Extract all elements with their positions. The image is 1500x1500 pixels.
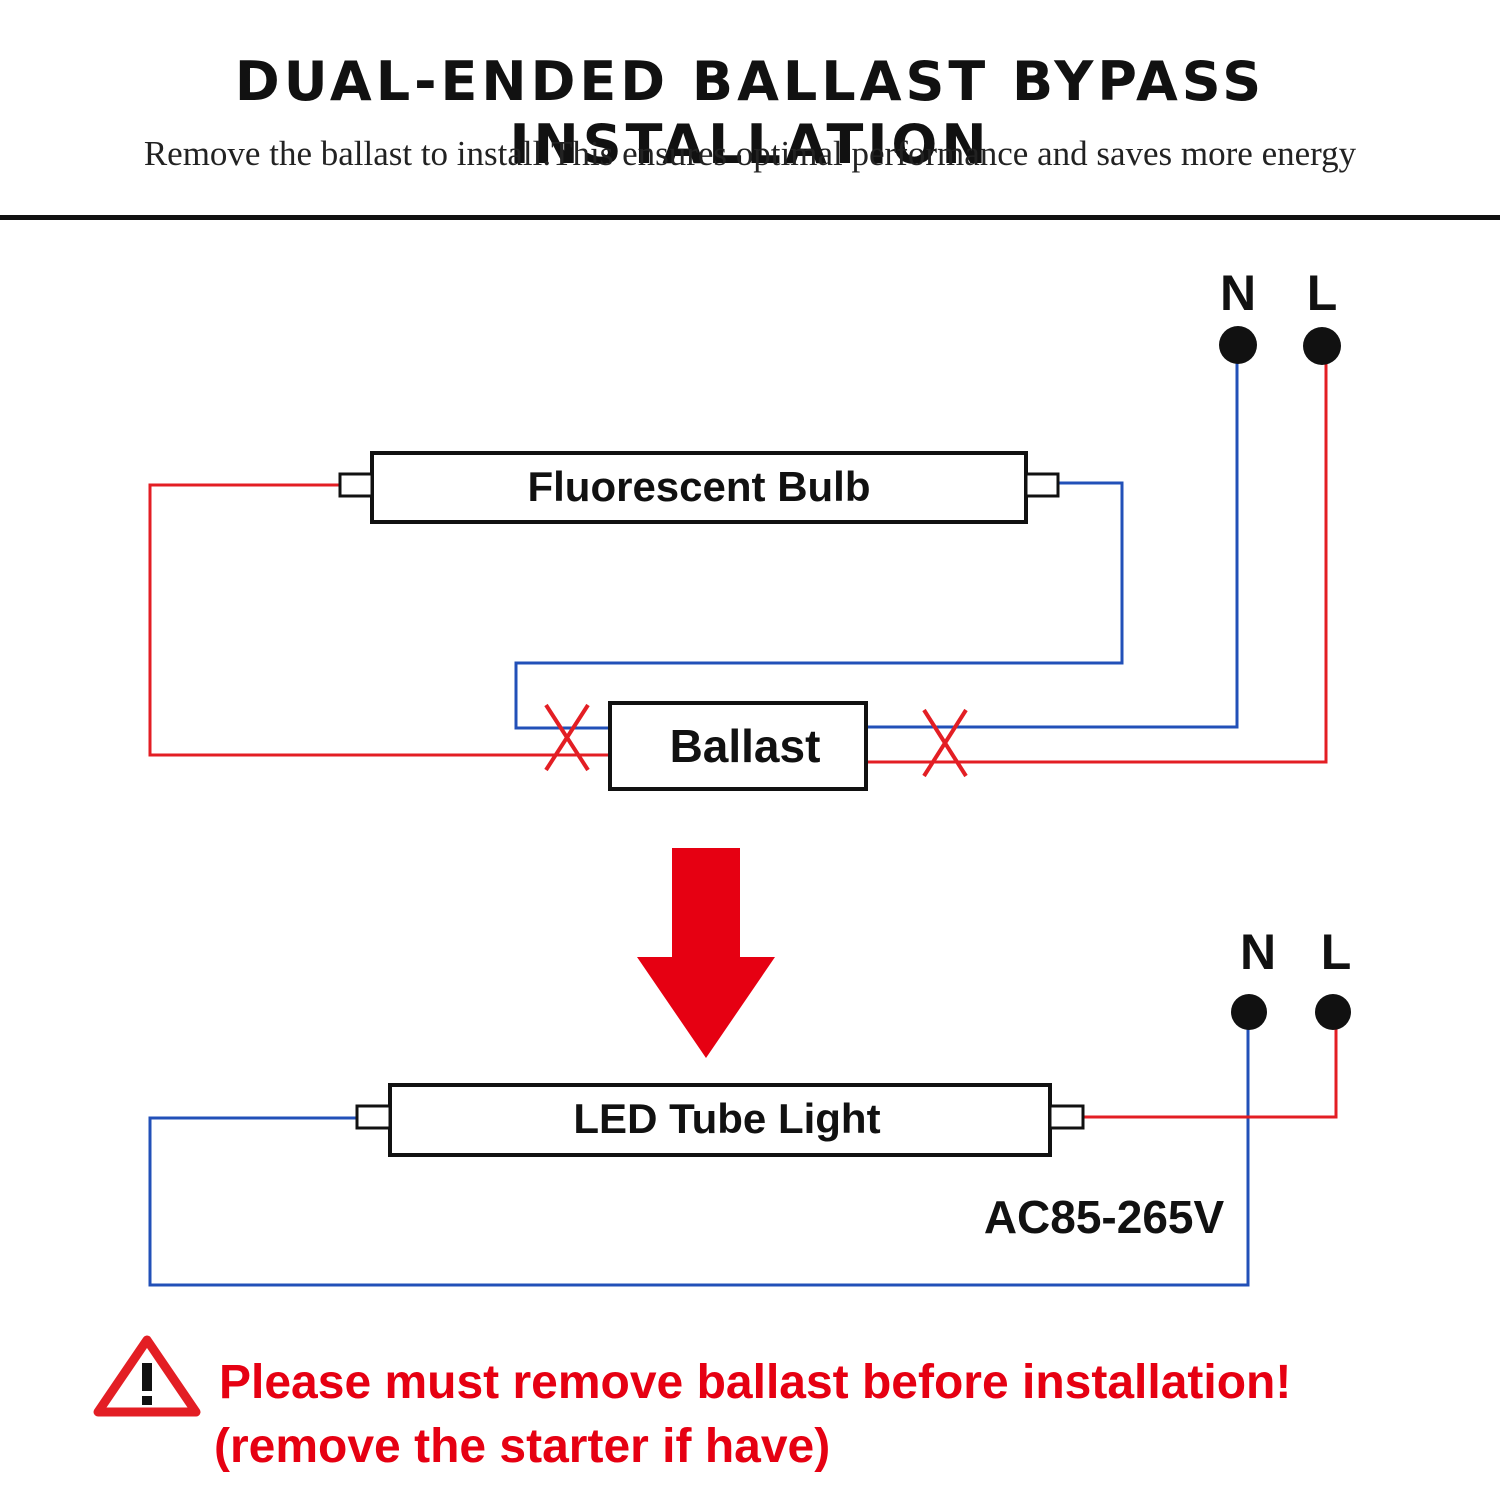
- after-circuit: LED Tube Light AC85-265V N L: [148, 924, 1352, 1287]
- led-terminal-n-label: N: [1240, 924, 1276, 980]
- page-subtitle: Remove the ballast to install.This ensur…: [143, 134, 1357, 173]
- terminal-n-label: N: [1220, 265, 1256, 321]
- terminal-l-label: L: [1307, 265, 1338, 321]
- warning-line-1: Please must remove ballast before instal…: [219, 1356, 1291, 1409]
- led-pin-left-icon: [355, 1104, 392, 1130]
- arrow-down-icon: [637, 848, 775, 1058]
- led-terminal-n-icon: [1231, 994, 1267, 1030]
- bulb-label: Fluorescent Bulb: [527, 463, 870, 510]
- neutral-wire-bulb: [514, 481, 1124, 730]
- led-terminal-l-icon: [1315, 994, 1351, 1030]
- page-title: DUAL-ENDED BALLAST BYPASS INSTALLATION: [234, 50, 1266, 176]
- ballast-label: Ballast: [670, 720, 821, 772]
- warning-triangle-icon: [93, 1335, 201, 1417]
- cut-mark-right-icon: [922, 708, 968, 778]
- bulb-pin-left-icon: [338, 472, 374, 498]
- live-wire-left: [148, 483, 610, 757]
- live-wire-supply: [866, 345, 1328, 764]
- voltage-label: AC85-265V: [984, 1191, 1225, 1243]
- before-circuit: Fluorescent Bulb Ballast N L: [148, 265, 1341, 791]
- led-tube-label: LED Tube Light: [573, 1095, 880, 1142]
- live-wire-led: [1083, 1012, 1338, 1119]
- bulb-pin-right-icon: [1024, 472, 1060, 498]
- warning-line-2: (remove the starter if have): [214, 1420, 830, 1473]
- terminal-n-icon: [1219, 326, 1257, 364]
- led-tube: [388, 1083, 1052, 1157]
- neutral-wire-led: [148, 1012, 1250, 1287]
- led-terminal-l-label: L: [1321, 924, 1352, 980]
- neutral-wire-supply: [866, 345, 1239, 729]
- header-divider: [0, 215, 1500, 220]
- terminal-l-icon: [1303, 327, 1341, 365]
- cut-mark-left-icon: [544, 703, 590, 772]
- led-pin-right-icon: [1048, 1104, 1085, 1130]
- ballast-box: [608, 701, 868, 791]
